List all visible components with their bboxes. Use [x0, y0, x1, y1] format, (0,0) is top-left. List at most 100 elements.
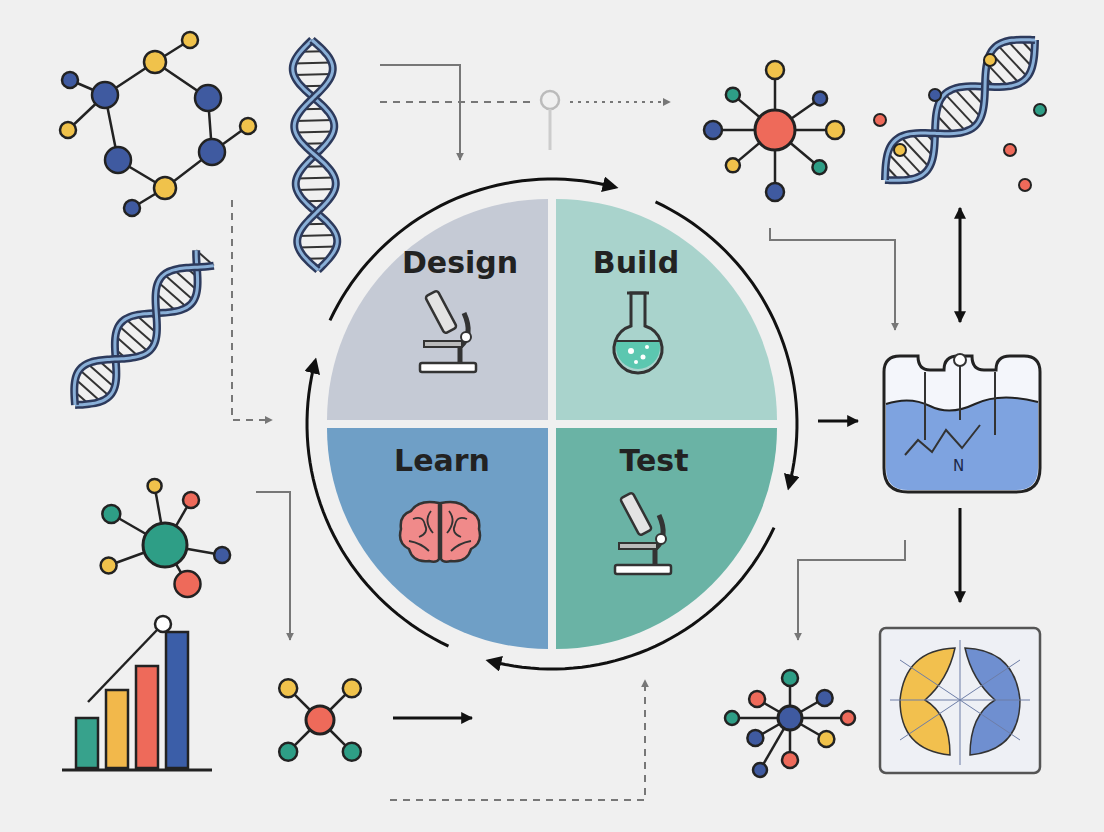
illustration-part	[900, 648, 955, 755]
leader-line	[256, 492, 290, 640]
stage-label: Learn	[394, 444, 490, 477]
illustration-part	[619, 543, 657, 549]
cycle-stage-quadrant: Test	[556, 428, 777, 649]
illustration-part	[704, 121, 722, 139]
illustration-part	[615, 565, 671, 574]
illustration-part	[954, 354, 966, 366]
brain-icon	[395, 497, 485, 567]
molecule-icon	[279, 679, 361, 761]
leader-line	[770, 228, 895, 330]
arrow	[959, 508, 962, 602]
illustration-part	[295, 131, 333, 134]
illustration-part	[183, 492, 199, 508]
illustration-part	[195, 85, 221, 111]
illustration-part	[461, 332, 471, 342]
illustration-part	[75, 250, 198, 405]
illustration-part	[447, 511, 453, 533]
illustration-part	[92, 82, 118, 108]
illustration-part	[76, 718, 98, 768]
illustration-part	[75, 379, 100, 401]
illustration-part	[164, 274, 193, 300]
illustration-part	[106, 690, 128, 768]
molecule-dot	[929, 89, 941, 101]
illustration-part	[295, 119, 333, 122]
illustration-part	[885, 40, 1035, 180]
illustration-part	[343, 679, 361, 697]
illustration-part	[124, 200, 140, 216]
illustration-part	[813, 91, 827, 105]
illustration-part	[766, 183, 784, 201]
illustration-part	[279, 743, 297, 761]
illustration-part	[400, 502, 439, 562]
illustration-part	[143, 523, 187, 567]
molecule-ring-icon	[60, 32, 256, 216]
illustration-part	[753, 763, 767, 777]
illustration-part	[954, 89, 981, 118]
arrow	[818, 420, 858, 423]
illustration-part	[75, 250, 198, 405]
illustration-part	[409, 511, 471, 551]
illustration-part	[451, 541, 471, 551]
illustration-part	[298, 246, 336, 249]
illustration-part	[726, 88, 740, 102]
illustration-part	[905, 425, 980, 455]
illustration-part	[155, 616, 171, 632]
molecule-dot	[984, 54, 996, 66]
illustration-part	[413, 518, 426, 537]
illustration-part	[136, 666, 158, 768]
cycle-stage-quadrant: Build	[556, 199, 777, 420]
illustration-part	[297, 177, 335, 180]
illustration-part	[886, 397, 1038, 490]
illustration-part	[614, 293, 662, 373]
illustration-part	[885, 40, 1035, 180]
illustration-part	[240, 118, 256, 134]
illustration-part	[297, 188, 335, 191]
illustration-part	[343, 743, 361, 761]
illustration-part	[900, 660, 1020, 740]
illustration-part	[905, 360, 995, 455]
microscope-icon	[410, 285, 490, 375]
illustration-part	[294, 40, 335, 270]
protein-structure-icon	[880, 628, 1040, 773]
illustration-part	[214, 547, 230, 563]
illustration-part	[126, 319, 154, 344]
illustration-part	[890, 640, 1030, 765]
quadrant-fill	[327, 428, 548, 649]
illustration-part	[945, 94, 975, 126]
illustration-part	[634, 360, 638, 364]
double-arrow	[959, 208, 962, 322]
illustration-part	[175, 571, 201, 597]
illustration-part	[549, 109, 552, 150]
illustration-part	[924, 372, 926, 440]
illustration-part	[74, 266, 214, 405]
illustration-part	[766, 61, 784, 79]
illustration-part	[627, 292, 649, 295]
illustration-part	[826, 121, 844, 139]
illustration-part	[166, 632, 188, 768]
illustration-part	[656, 534, 666, 544]
dna-helix-icon	[293, 40, 337, 270]
illustration-part	[158, 282, 186, 307]
illustration-part	[293, 40, 337, 270]
molecule-icon	[101, 479, 231, 597]
illustration-part	[74, 266, 214, 405]
cycle-stage-quadrant: Design	[327, 199, 548, 420]
illustration-part	[105, 147, 131, 173]
illustration-part	[294, 62, 332, 65]
illustration-part	[199, 139, 225, 165]
illustration-part	[420, 363, 476, 372]
illustration-part	[409, 541, 429, 551]
flask-icon	[603, 285, 673, 375]
illustration-part	[119, 326, 148, 352]
illustration-part	[960, 640, 961, 765]
illustration-part	[80, 370, 110, 396]
leader-line	[798, 540, 905, 640]
illustration-part	[294, 40, 335, 270]
dna-helix-icon	[74, 250, 214, 405]
quadrant-fill	[327, 199, 548, 420]
illustration-part	[154, 177, 176, 199]
cycle-stage-quadrant: Learn	[327, 428, 548, 649]
illustration-part	[641, 355, 646, 360]
